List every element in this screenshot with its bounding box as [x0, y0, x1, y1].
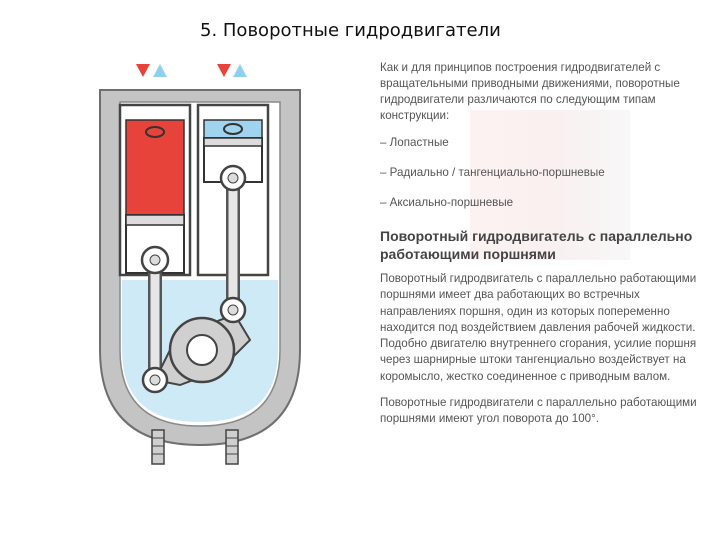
type-item-vane: – Лопастные: [380, 136, 702, 149]
flow-arrow-left-icon: [153, 64, 167, 77]
pressure-arrow-right-icon: [217, 64, 231, 77]
piston-motor-diagram: [70, 50, 370, 490]
section-heading: Поворотный гидродвигатель с параллельно …: [380, 227, 702, 263]
description-paragraph: Поворотный гидродвигатель с параллельно …: [380, 271, 702, 385]
left-port: [152, 430, 164, 464]
type-item-radial: – Радиально / тангенциально-поршневые: [380, 166, 702, 179]
page-title: 5. Поворотные гидродвигатели: [200, 20, 501, 41]
type-item-axial: – Аксиально-поршневые: [380, 196, 702, 209]
intro-text: Как и для принципов построения гидродвиг…: [380, 60, 702, 124]
description-column: Как и для принципов построения гидродвиг…: [380, 60, 702, 438]
right-port: [226, 430, 238, 464]
pressure-arrow-left-icon: [136, 64, 150, 77]
return-chamber-right: [204, 120, 262, 138]
flow-arrow-right-icon: [233, 64, 247, 77]
rotation-angle-paragraph: Поворотные гидродвигатели с параллельно …: [380, 395, 702, 428]
pressure-chamber-left: [126, 120, 184, 215]
